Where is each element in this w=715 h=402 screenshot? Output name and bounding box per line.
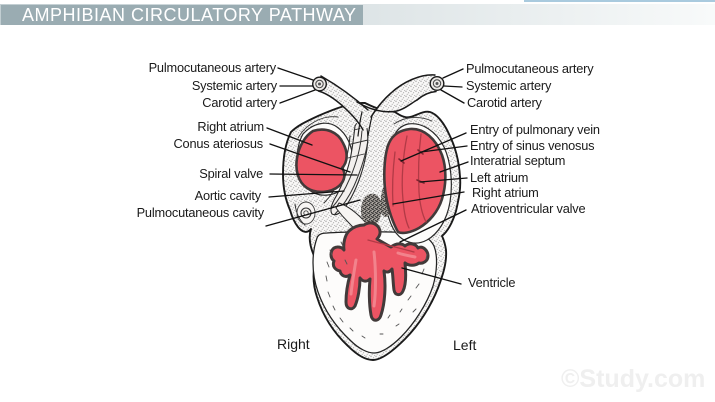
svg-text:Pulmocutaneous artery: Pulmocutaneous artery xyxy=(466,61,594,76)
svg-text:Conus ateriosus: Conus ateriosus xyxy=(174,136,263,151)
svg-text:Left: Left xyxy=(453,337,476,353)
svg-text:Right: Right xyxy=(277,336,310,352)
svg-text:Left atrium: Left atrium xyxy=(470,170,528,185)
svg-text:Interatrial septum: Interatrial septum xyxy=(470,153,565,168)
svg-text:Spiral valve: Spiral valve xyxy=(199,166,263,181)
svg-text:Right atrium: Right atrium xyxy=(472,185,539,200)
svg-text:©Study.com: ©Study.com xyxy=(561,365,705,393)
svg-text:Pulmocutaneous artery: Pulmocutaneous artery xyxy=(149,60,277,75)
svg-text:Entry of pulmonary vein: Entry of pulmonary vein xyxy=(470,122,600,137)
svg-text:AMPHIBIAN CIRCULATORY PATHWAY: AMPHIBIAN CIRCULATORY PATHWAY xyxy=(22,5,357,25)
svg-text:Aortic cavity: Aortic cavity xyxy=(195,188,262,203)
svg-text:Ventricle: Ventricle xyxy=(468,275,515,290)
svg-text:Entry of sinus venosus: Entry of sinus venosus xyxy=(470,138,594,153)
svg-text:Pulmocutaneous cavity: Pulmocutaneous cavity xyxy=(137,205,265,220)
svg-text:Systemic artery: Systemic artery xyxy=(192,78,278,93)
svg-text:Atrioventricular valve: Atrioventricular valve xyxy=(471,201,585,216)
svg-text:Carotid artery: Carotid artery xyxy=(202,95,278,110)
svg-text:Right atrium: Right atrium xyxy=(197,119,264,134)
svg-text:Carotid artery: Carotid artery xyxy=(467,95,543,110)
svg-text:Systemic artery: Systemic artery xyxy=(466,78,552,93)
